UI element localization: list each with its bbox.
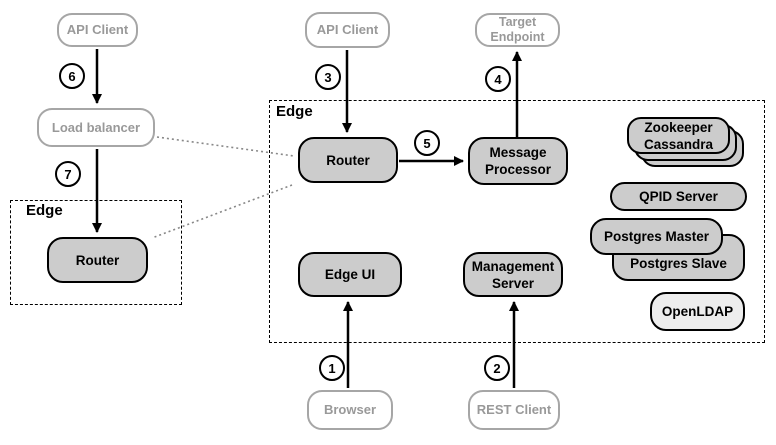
management-server-node: Management Server	[463, 252, 563, 297]
api-client-left-node: API Client	[57, 13, 138, 47]
browser-node: Browser	[307, 390, 393, 430]
router-small-node: Router	[47, 237, 148, 283]
step-circle-2: 2	[484, 355, 510, 381]
management-server-line2: Server	[491, 275, 535, 291]
step-circle-1: 1	[319, 355, 345, 381]
zookeeper-cassandra-node: Zookeeper Cassandra	[627, 117, 730, 154]
edge-main-region-label: Edge	[276, 103, 313, 120]
step-circle-4: 4	[485, 66, 511, 92]
target-endpoint-node: Target Endpoint	[475, 13, 560, 47]
postgres-master-node: Postgres Master	[590, 218, 723, 255]
message-processor-line2: Processor	[484, 162, 552, 177]
edge-ui-node: Edge UI	[298, 252, 402, 297]
rest-client-node: REST Client	[468, 390, 560, 430]
step-circle-5: 5	[414, 130, 440, 156]
load-balancer-node: Load balancer	[37, 108, 155, 147]
step-circle-7: 7	[55, 161, 81, 187]
message-processor-line1: Message	[489, 145, 547, 160]
zookeeper-label: Zookeeper	[644, 119, 713, 135]
api-client-top-node: API Client	[305, 12, 390, 48]
cassandra-label: Cassandra	[643, 136, 714, 152]
router-main-node: Router	[298, 137, 398, 183]
management-server-line1: Management	[471, 258, 555, 274]
step-circle-6: 6	[59, 63, 85, 89]
target-endpoint-line2: Endpoint	[490, 30, 545, 44]
message-processor-node: Message Processor	[468, 137, 568, 185]
target-endpoint-line1: Target	[498, 15, 537, 29]
edge-small-region-label: Edge	[26, 202, 63, 219]
openldap-node: OpenLDAP	[650, 292, 745, 331]
qpid-server-node: QPID Server	[610, 182, 747, 211]
step-circle-3: 3	[315, 64, 341, 90]
